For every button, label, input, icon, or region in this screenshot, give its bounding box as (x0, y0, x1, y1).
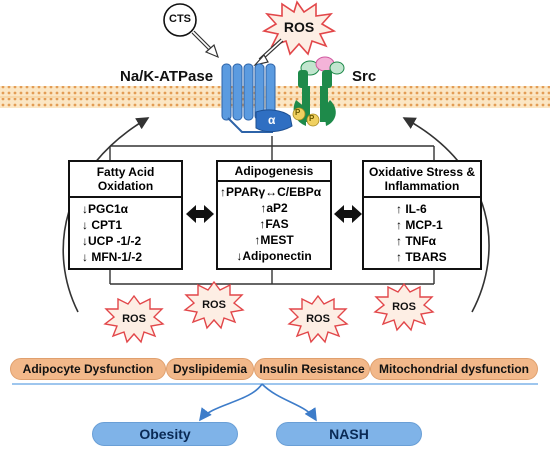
box-item: ↓ CPT1 (82, 218, 123, 232)
ros-burst-1-label: ROS (122, 313, 146, 325)
condition-pill-insulin-resistance: Insulin Resistance (254, 358, 370, 380)
condition-pill-adipocyte-dysfunction: Adipocyte Dysfunction (10, 358, 166, 380)
condition-pill-mitochondrial-dysfunction: Mitochondrial dysfunction (370, 358, 538, 380)
adipogenesis-box: Adipogenesis ↑PPARγ↔C/EBPα ↑aP2 ↑FAS ↑ME… (216, 160, 332, 270)
oxidative-stress-title: Oxidative Stress & Inflammation (364, 162, 480, 198)
box-item: ↑MEST (254, 233, 294, 247)
src-label: Src (352, 68, 377, 85)
cts-label: CTS (169, 13, 191, 25)
outcome-obesity: Obesity (92, 422, 238, 446)
phospho-label-1: P (295, 108, 301, 117)
bracket-top (109, 136, 435, 160)
na-k-atpase-label: Na/K-ATPase (120, 68, 214, 85)
ros-burst-1 (103, 294, 165, 344)
ros-burst-2 (183, 280, 245, 330)
ros-burst-4 (373, 282, 435, 332)
box-item: ↑ TNFα (396, 234, 437, 248)
ros-top-label: ROS (283, 19, 315, 35)
arrow-to-obesity (199, 383, 263, 422)
adipogenesis-title: Adipogenesis (218, 162, 330, 182)
phospho-label-2: P (309, 114, 315, 123)
ros-burst-2-label: ROS (202, 299, 226, 311)
bracket-bottom (109, 270, 435, 285)
condition-pill-dyslipidemia: Dyslipidemia (166, 358, 254, 380)
box-item: ↓PGC1α (82, 202, 129, 216)
arrow-to-nash (261, 383, 317, 422)
box-item: ↑PPARγ↔C/EBPα (220, 185, 322, 199)
ros-burst-3 (287, 294, 349, 344)
cts-ligand (163, 3, 197, 37)
src-kinase (292, 56, 345, 127)
box-item: ↑ MCP-1 (396, 218, 443, 232)
ros-burst-3-label: ROS (306, 313, 330, 325)
fatty-acid-oxidation-title: Fatty Acid Oxidation (70, 162, 181, 198)
outcome-nash: NASH (276, 422, 422, 446)
double-arrow-right (334, 205, 362, 223)
box-item: ↓ MFN-1/-2 (82, 250, 142, 264)
na-k-atpase-pump (221, 63, 293, 133)
alpha-subunit-label: α (268, 113, 276, 127)
box-item: ↑ TBARS (396, 250, 447, 264)
ros-arrow (253, 38, 284, 67)
box-item: ↑aP2 (260, 201, 288, 215)
box-item: ↑ IL-6 (396, 202, 427, 216)
feedback-arc-right (402, 117, 490, 313)
box-item: ↑FAS (259, 217, 289, 231)
oxidative-stress-box: Oxidative Stress & Inflammation ↑ IL-6 ↑… (362, 160, 482, 270)
fatty-acid-oxidation-box: Fatty Acid Oxidation ↓PGC1α ↓ CPT1 ↓UCP … (68, 160, 183, 270)
ros-burst-4-label: ROS (392, 301, 416, 313)
box-item: ↓Adiponectin (236, 249, 312, 263)
double-arrow-left (186, 205, 214, 223)
box-item: ↓UCP -1/-2 (82, 234, 142, 248)
cts-arrow (191, 30, 219, 59)
